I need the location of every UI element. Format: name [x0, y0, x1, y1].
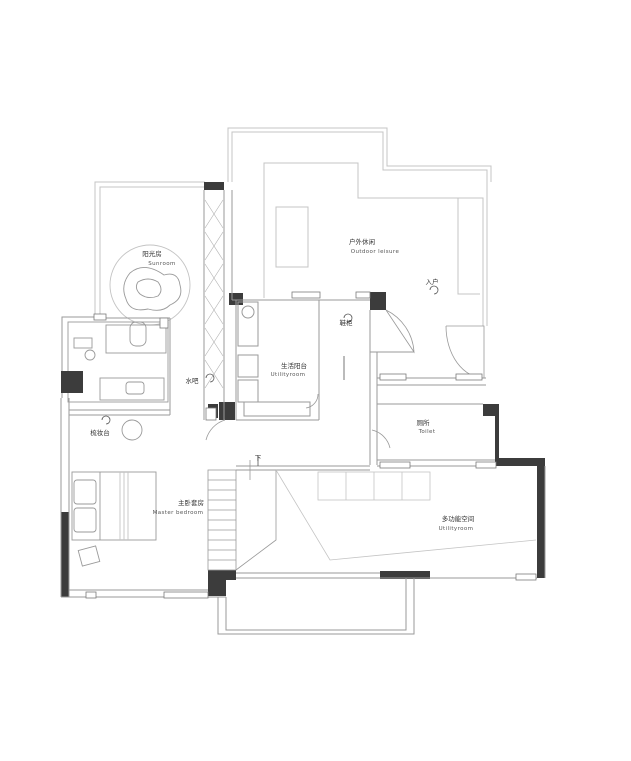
stair-down-label: 下 [255, 454, 262, 462]
flex-space-label-en: Utilityroom [439, 526, 474, 532]
window-frames [85, 291, 537, 599]
door-arrows [101, 285, 439, 466]
staircase [207, 460, 277, 571]
outdoor-label: 户外休闲 [349, 237, 375, 246]
flex-space-label: 多功能空间 [442, 514, 475, 523]
sink-label: 水吧 [186, 376, 200, 385]
outdoor-terrace-outline [227, 127, 492, 326]
wardrobe-counter-label: 梳妆台 [90, 428, 110, 437]
storage-column-hatch [204, 199, 224, 389]
shoe-cabinet-label: 鞋柜 [340, 318, 354, 327]
sunroom-label-en: Sunroom [148, 261, 176, 267]
entry-label: 入户 [426, 277, 439, 286]
interior-walls [60, 190, 546, 635]
toilet-label: 厕所 [417, 418, 431, 427]
master-bedroom-label: 主卧套房 [178, 498, 204, 507]
sunroom-outline [61, 181, 205, 398]
bathroom-fixtures [67, 321, 169, 403]
master-bedroom-label-en: Master bedroom [153, 510, 204, 516]
flex-space-furniture [275, 469, 537, 561]
outdoor-label-en: Outdoor leisure [351, 249, 400, 255]
structural-walls [61, 182, 545, 597]
master-bed [71, 419, 157, 567]
door-swings [205, 309, 485, 449]
utility-balcony-label: 生活阳台 [281, 361, 307, 370]
toilet-label-en: Toilet [418, 429, 436, 435]
utility-balcony-label-en: Utilityroom [271, 372, 306, 378]
sunroom-label: 阳光房 [142, 249, 162, 258]
